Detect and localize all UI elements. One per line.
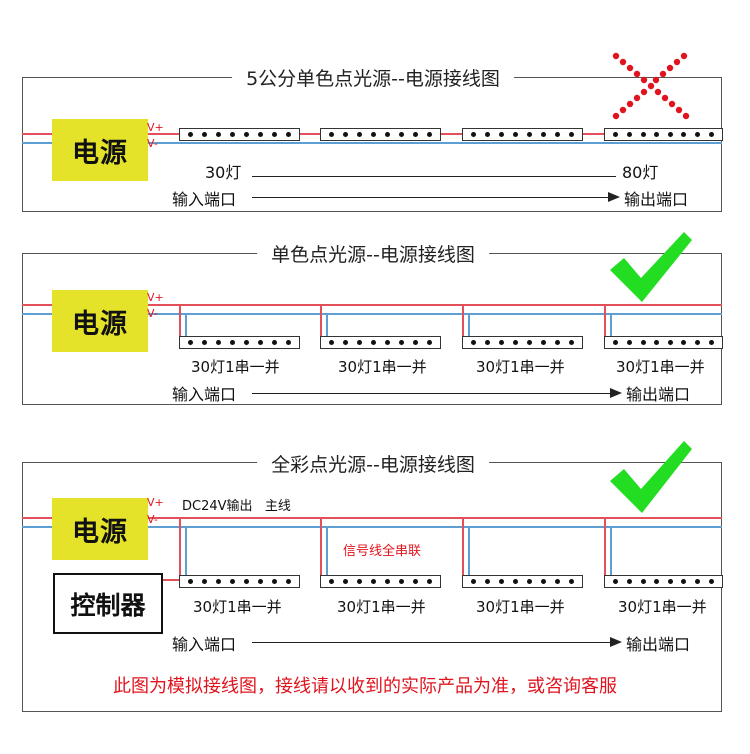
wire-blue [22,313,722,315]
flow-arrow-head [608,192,620,202]
v-plus-label: V+ [147,291,164,304]
v-minus-label: V- [147,307,158,320]
drop-wire-blue [185,526,187,576]
panel-1-title: 5公分单色点光源--电源接线图 [232,64,514,91]
power-supply: 电源 [52,119,148,181]
panel-3-title: 全彩点光源--电源接线图 [257,450,489,477]
led-strip [462,575,583,588]
group-label: 30灯1串一并 [193,598,282,616]
led-strip [604,128,723,141]
v-minus-label: V- [147,513,158,526]
power-supply: 电源 [52,498,148,560]
output-port-label: 输出端口 [624,190,689,209]
drop-wire-blue [185,313,187,336]
drop-wire-red [462,304,464,336]
group-label: 30灯1串一并 [338,358,427,376]
green-check-icon [610,232,692,302]
led-strip [179,336,300,349]
end-count-label: 80灯 [622,163,659,182]
controller-box: 控制器 [53,573,163,634]
drop-wire-blue [468,313,470,336]
drop-wire-blue [468,526,470,576]
led-strip [604,336,723,349]
led-strip [462,128,583,141]
drop-wire-blue [326,313,328,336]
group-label: 30灯1串一并 [337,598,426,616]
count-line [252,176,616,178]
output-port-label: 输出端口 [626,385,691,404]
flow-arrow-line [252,197,612,199]
drop-wire-red [320,517,322,576]
led-strip [462,336,583,349]
led-strip [604,575,723,588]
group-label: 30灯1串一并 [616,358,705,376]
green-check-icon [610,441,692,513]
output-port-label: 输出端口 [626,635,691,654]
wire-blue [22,526,722,528]
footer-note: 此图为模拟接线图，接线请以收到的实际产品为准，或咨询客服 [113,676,617,697]
wire-red [22,304,722,306]
power-supply-label: 电源 [72,137,128,169]
wire-red [22,517,722,519]
drop-wire-red [320,304,322,336]
flow-arrow-head [610,637,622,647]
led-strip [320,128,441,141]
flow-arrow-head [610,388,622,398]
group-label: 30灯1串一并 [476,358,565,376]
v-plus-label: V+ [147,496,164,509]
signal-wire [163,579,179,581]
group-label: 30灯1串一并 [191,358,280,376]
drop-wire-red [179,304,181,336]
v-minus-label: V- [147,137,158,150]
led-strip [179,575,300,588]
drop-wire-blue [610,313,612,336]
flow-arrow-line [252,393,614,395]
drop-wire-red [604,517,606,576]
drop-wire-blue [610,526,612,576]
start-count-label: 30灯 [205,163,242,182]
controller-label: 控制器 [70,590,146,620]
dc-output-label: DC24V输出 主线 [182,499,291,514]
signal-line-label: 信号线全串联 [343,544,422,559]
panel-2-title: 单色点光源--电源接线图 [257,240,489,267]
wire-blue [22,142,722,144]
drop-wire-red [179,517,181,576]
group-label: 30灯1串一并 [618,598,707,616]
drop-wire-blue [326,526,328,576]
led-strip [320,575,441,588]
led-strip [320,336,441,349]
drop-wire-red [462,517,464,576]
drop-wire-red [604,304,606,336]
led-strip [179,128,300,141]
input-port-label: 输入端口 [172,190,237,209]
power-supply-label: 电源 [72,308,128,340]
input-port-label: 输入端口 [172,385,237,404]
power-supply: 电源 [52,290,148,352]
v-plus-label: V+ [147,121,164,134]
power-supply-label: 电源 [72,516,128,548]
flow-arrow-line [252,642,614,644]
group-label: 30灯1串一并 [476,598,565,616]
input-port-label: 输入端口 [172,635,237,654]
red-cross-icon [612,52,690,120]
